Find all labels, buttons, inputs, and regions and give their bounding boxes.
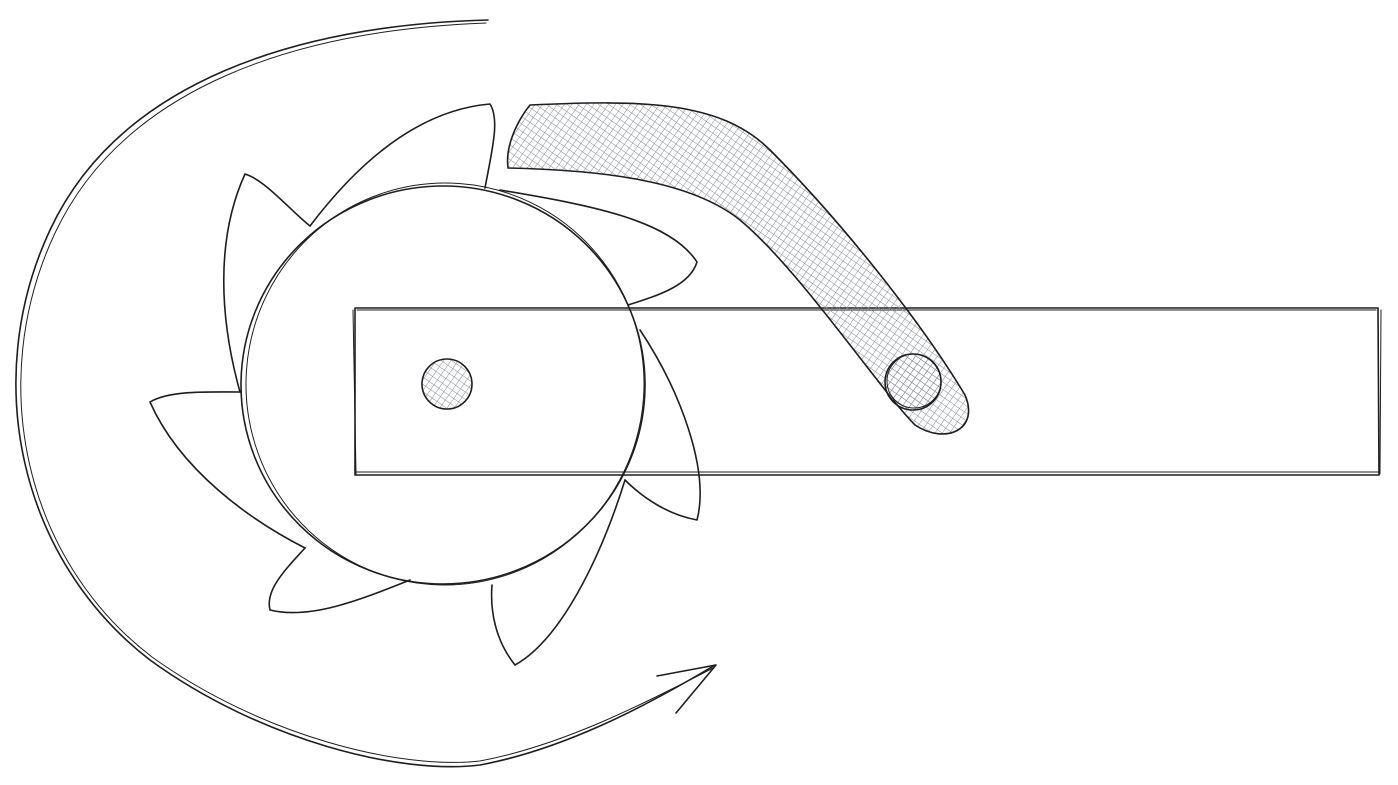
- rotation-arrow: [15, 19, 717, 768]
- ratchet-wheel: [240, 182, 646, 586]
- wheel-axle: [421, 358, 473, 410]
- pawl-pivot: [884, 353, 942, 411]
- arrow-head: [656, 664, 717, 714]
- ratchet-teeth: [149, 103, 701, 666]
